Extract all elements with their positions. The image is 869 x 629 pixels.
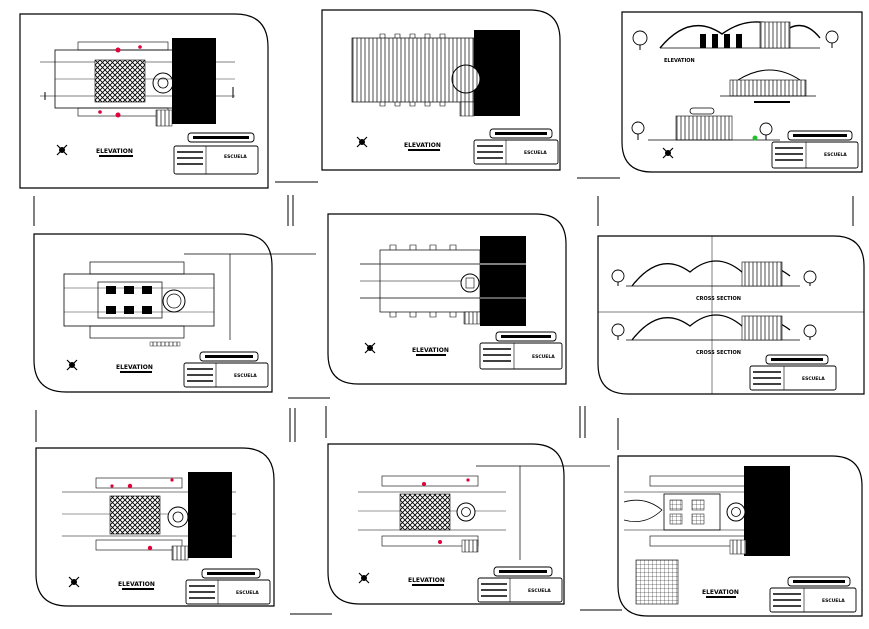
sheet-9: ELEVATION ESCUELA [617, 455, 863, 617]
front-elevation-drawing [632, 21, 839, 50]
sheet-subtitle: CROSS SECTION [696, 350, 741, 356]
title-block-logo-text: ESCUELA [224, 154, 247, 160]
title-block: ESCUELA [173, 132, 259, 175]
tree-icon [611, 323, 625, 340]
north-arrow-icon [662, 147, 674, 159]
title-block: ESCUELA [771, 130, 859, 169]
title-block-logo-text: ESCUELA [822, 598, 845, 604]
sheet-title: ELEVATION [664, 58, 695, 64]
plan-drawing [360, 236, 526, 326]
sheet-6: CROSS SECTION CROSS SECTION ESCUELA [597, 235, 865, 395]
plan-drawing [62, 472, 236, 561]
title-block-logo-text: ESCUELA [524, 150, 547, 156]
title-block-logo-text: ESCUELA [234, 373, 257, 379]
sheet-title: CROSS SECTION [696, 296, 741, 302]
tree-icon [803, 324, 817, 340]
section-drawing-lower [611, 314, 817, 341]
tree-icon [825, 30, 839, 48]
title-block-logo-text: ESCUELA [802, 376, 825, 382]
separator-marks [35, 406, 619, 450]
roof-plan-drawing [351, 30, 520, 117]
title-block: ESCUELA [769, 576, 857, 613]
sheet-title: ELEVATION [412, 347, 449, 354]
sheet-title: ELEVATION [702, 589, 739, 596]
title-block: ESCUELA [749, 354, 837, 391]
sheet-title: ELEVATION [404, 142, 441, 149]
sheet-4: ELEVATION ESCUELA [33, 233, 330, 399]
north-arrow-icon [68, 576, 80, 588]
sheet-1: ELEVATION ESCUELA [19, 13, 318, 189]
sheet-8: ELEVATION ESCUELA [327, 443, 622, 611]
north-arrow-icon [364, 342, 376, 354]
title-block-logo-text: ESCUELA [236, 590, 259, 596]
side-elevation-drawing [720, 69, 816, 97]
tree-icon [759, 122, 773, 140]
title-block: ESCUELA [183, 351, 269, 388]
rear-elevation-drawing [631, 107, 780, 141]
plan-drawing [623, 466, 790, 605]
sheet-title: ELEVATION [96, 148, 133, 155]
section-drawing-upper [611, 260, 817, 287]
title-block-logo-text: ESCUELA [824, 152, 847, 158]
tree-icon [611, 269, 625, 286]
plan-drawing [40, 38, 235, 127]
title-block-logo-text: ESCUELA [532, 354, 555, 360]
sheet-2: ELEVATION ESCUELA [321, 9, 620, 179]
sheet-5: ELEVATION ESCUELA [327, 213, 567, 385]
tree-icon [631, 121, 645, 140]
title-block-logo-text: ESCUELA [528, 588, 551, 594]
tree-icon [632, 30, 648, 50]
separator-marks [33, 195, 854, 226]
title-block: ESCUELA [473, 128, 559, 165]
plan-drawing [63, 261, 215, 347]
sheet-title: ELEVATION [408, 577, 445, 584]
title-block: ESCUELA [185, 568, 271, 605]
north-arrow-icon [356, 136, 368, 148]
plan-drawing [358, 475, 506, 553]
title-block: ESCUELA [479, 331, 563, 370]
north-arrow-icon [358, 572, 370, 584]
sheet-title: ELEVATION [116, 364, 153, 371]
north-arrow-icon [56, 144, 68, 156]
title-block: ESCUELA [477, 566, 563, 603]
tree-icon [803, 270, 817, 286]
sheet-7: ELEVATION ESCUELA [35, 447, 332, 615]
sheet-title: ELEVATION [118, 581, 155, 588]
north-arrow-icon [66, 359, 78, 371]
sheet-3: ELEVATION [621, 11, 863, 173]
